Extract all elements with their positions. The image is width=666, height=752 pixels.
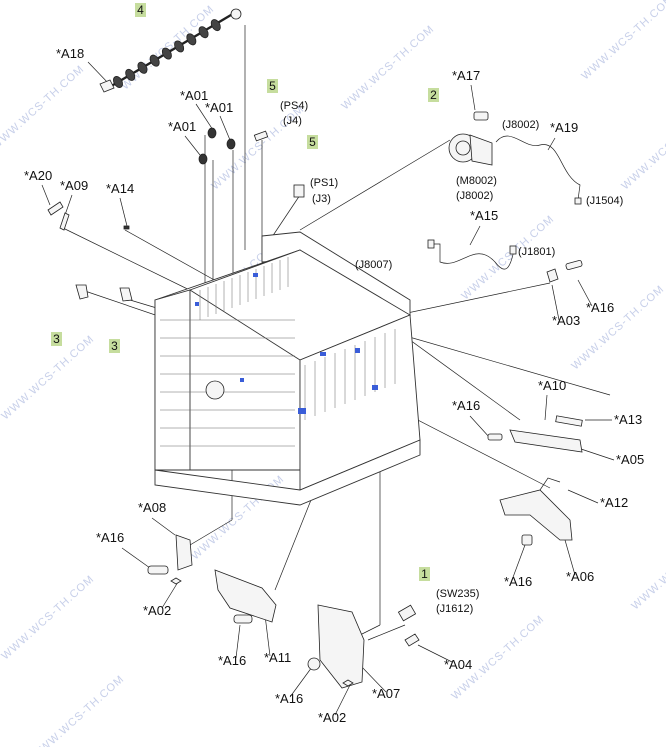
callout-number: 5 <box>269 79 276 93</box>
callout-number: 3 <box>111 339 118 353</box>
callout-number: 5 <box>309 135 316 149</box>
watermark-text: WWW.WCS-TH.COM <box>339 23 436 112</box>
callout-number: 3 <box>53 332 60 346</box>
part-label-a12: *A12 <box>600 495 628 510</box>
part-label-a02-2: *A02 <box>318 710 346 725</box>
connector-label-j8002b: (J8002) <box>456 190 493 202</box>
callout-box <box>109 339 120 353</box>
part-label-a16-6: *A16 <box>275 691 303 706</box>
connector-label-j3: (J3) <box>312 193 331 205</box>
part-label-a10: *A10 <box>538 378 566 393</box>
right-side-parts <box>487 260 583 546</box>
part-label-a03: *A03 <box>552 313 580 328</box>
part-label-a19: *A19 <box>550 120 578 135</box>
part-label-a16-5: *A16 <box>218 653 246 668</box>
small-parts-top <box>47 127 305 302</box>
feed-roller-shaft <box>99 8 242 93</box>
callout-c-5a: 5 <box>267 79 278 93</box>
callout-c-2: 2 <box>428 88 439 102</box>
part-label-a16-4: *A16 <box>504 574 532 589</box>
part-label-a20: *A20 <box>24 168 52 183</box>
part-label-a16-1: *A16 <box>586 300 614 315</box>
part-label-a16-3: *A16 <box>96 530 124 545</box>
watermark-text: WWW.WCS-TH.COM <box>629 523 666 612</box>
part-label-a18: *A18 <box>56 46 84 61</box>
callout-c-3b: 3 <box>109 339 120 353</box>
callout-number: 1 <box>421 567 428 581</box>
callout-c-5b: 5 <box>307 135 318 149</box>
connector-label-j1801: (J1801) <box>518 246 555 258</box>
part-label-a06: *A06 <box>566 569 594 584</box>
part-label-a15: *A15 <box>470 208 498 223</box>
part-label-a13: *A13 <box>614 412 642 427</box>
watermark-text: WWW.WCS-TH.COM <box>0 333 97 422</box>
part-label-a08: *A08 <box>138 500 166 515</box>
part-label-a01-1: *A01 <box>180 88 208 103</box>
motor-assembly <box>448 111 582 205</box>
callout-number: 2 <box>430 88 437 102</box>
callout-box <box>267 79 278 93</box>
cable-a15 <box>427 239 517 270</box>
part-label-a01-2: *A01 <box>205 100 233 115</box>
part-label-a09: *A09 <box>60 178 88 193</box>
connector-label-ps1: (PS1) <box>310 177 338 189</box>
callout-c-3a: 3 <box>51 332 62 346</box>
connector-label-j8002a: (J8002) <box>502 119 539 131</box>
watermark-text: WWW.WCS-TH.COM <box>0 573 97 662</box>
callout-c-4: 4 <box>135 3 146 17</box>
part-label-a01-3: *A01 <box>168 119 196 134</box>
callout-box <box>428 88 439 102</box>
callout-box <box>307 135 318 149</box>
part-label-a11: *A11 <box>264 650 291 665</box>
callout-box <box>135 3 146 17</box>
printer-frame <box>154 231 421 506</box>
connector-label-m8002: (M8002) <box>456 175 497 187</box>
callout-box <box>51 332 62 346</box>
part-label-a07: *A07 <box>372 686 400 701</box>
connector-label-j8007: (J8007) <box>355 259 392 271</box>
connector-label-j1612: (J1612) <box>436 603 473 615</box>
part-label-a17: *A17 <box>452 68 480 83</box>
connector-label-j1504: (J1504) <box>586 195 623 207</box>
connector-label-sw235: (SW235) <box>436 588 479 600</box>
callout-c-1: 1 <box>419 567 430 581</box>
part-label-a05: *A05 <box>616 452 644 467</box>
watermark-text: WWW.WCS-TH.COM <box>29 673 126 747</box>
callout-number: 4 <box>137 3 144 17</box>
connector-label-j4: (J4) <box>283 115 302 127</box>
label-layer: *A18*A01*A01*A01*A20*A09*A14*A17*A19*A15… <box>24 46 644 725</box>
watermark-text: WWW.WCS-TH.COM <box>0 63 87 152</box>
watermark-text: WWW.WCS-TH.COM <box>569 283 666 372</box>
callout-layer: 4 5 5 2 3 3 1 <box>51 3 439 581</box>
part-label-a02-1: *A02 <box>143 603 171 618</box>
bottom-parts <box>147 534 420 689</box>
connector-label-ps4: (PS4) <box>280 100 308 112</box>
part-label-a14: *A14 <box>106 181 134 196</box>
callout-box <box>419 567 430 581</box>
connector-layer: (PS4) (J4) (PS1) (J3) (J8002) (M8002) (J8002) (… <box>280 100 623 615</box>
watermark-text: WWW.WCS-TH.COM <box>619 103 666 192</box>
part-label-a04: *A04 <box>444 657 472 672</box>
watermark-text: WWW.WCS-TH.COM <box>579 0 666 82</box>
part-label-a16-2: *A16 <box>452 398 480 413</box>
